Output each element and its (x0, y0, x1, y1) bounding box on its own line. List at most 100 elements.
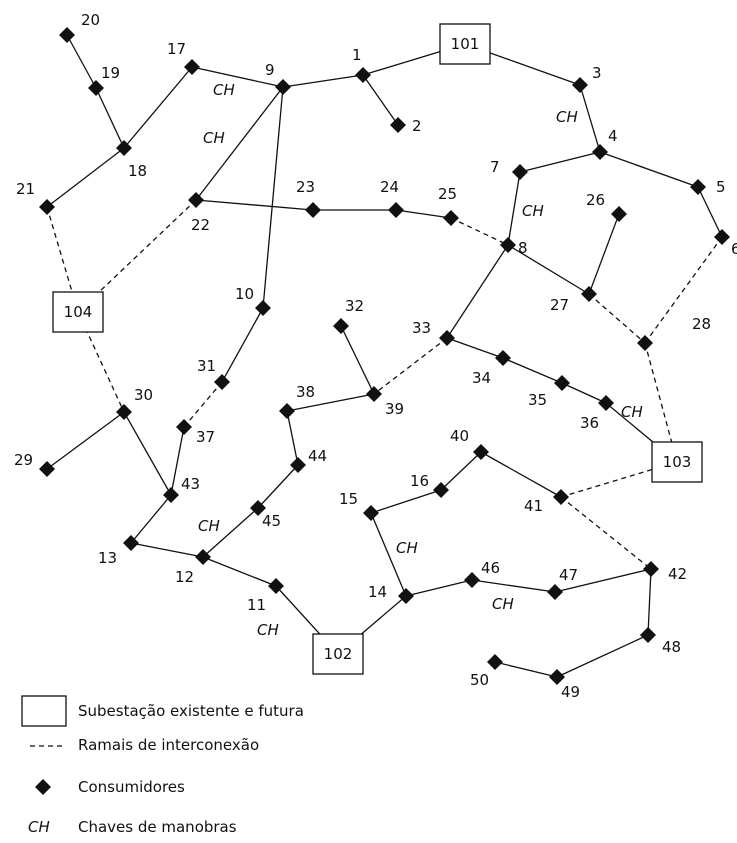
consumer-node-11 (268, 578, 284, 594)
branch-line-40-41 (480, 451, 562, 498)
consumer-label-33: 33 (412, 319, 431, 337)
consumer-label-28: 28 (692, 315, 711, 333)
consumer-label-39: 39 (385, 400, 404, 418)
consumer-node-22 (188, 192, 204, 208)
consumer-label-46: 46 (481, 559, 500, 577)
consumer-label-27: 27 (550, 296, 569, 314)
consumer-node-30 (116, 404, 132, 420)
substation-102-box (312, 633, 364, 675)
substation-104-label: 104 (64, 303, 93, 321)
consumer-node-37 (176, 419, 192, 435)
interconnection-line-25-8 (450, 217, 509, 246)
consumer-node-18 (116, 140, 132, 156)
consumer-label-15: 15 (339, 490, 358, 508)
branch-line-30-29 (46, 411, 125, 470)
consumer-node-26 (611, 206, 627, 222)
consumer-label-32: 32 (345, 297, 364, 315)
consumer-label-47: 47 (559, 566, 578, 584)
branch-line-38-44 (286, 410, 299, 466)
consumer-label-4: 4 (608, 127, 618, 145)
branch-line-9-17 (191, 66, 284, 88)
branch-line-32-39 (340, 325, 375, 395)
branch-line-35-36 (561, 382, 607, 404)
branch-line-24-25 (395, 209, 452, 219)
branch-line-45-12 (202, 507, 259, 558)
consumer-label-25: 25 (438, 185, 457, 203)
consumer-label-45: 45 (262, 512, 281, 530)
interconnection-line-41-42 (560, 496, 652, 570)
branch-line-13-12 (130, 542, 204, 558)
consumer-node-42 (643, 561, 659, 577)
switch-label-45-12: CH (198, 517, 220, 535)
branch-line-22-23 (195, 199, 314, 211)
switch-label-3-4: CH (556, 108, 578, 126)
consumer-node-36 (598, 395, 614, 411)
consumer-label-9: 9 (265, 61, 275, 79)
branch-line-19-20 (66, 34, 97, 89)
consumer-label-36: 36 (580, 414, 599, 432)
consumer-node-20 (59, 27, 75, 43)
consumer-label-26: 26 (586, 191, 605, 209)
switch-label-35-36: CH (621, 403, 643, 421)
consumer-label-22: 22 (191, 216, 210, 234)
consumer-label-19: 19 (101, 64, 120, 82)
branch-line-42-48 (647, 568, 652, 636)
consumer-label-43: 43 (181, 475, 200, 493)
consumer-label-6: 6 (731, 240, 737, 258)
consumer-label-24: 24 (380, 178, 399, 196)
consumer-node-33 (439, 330, 455, 346)
consumer-label-8: 8 (518, 239, 528, 257)
consumer-node-35 (554, 375, 570, 391)
consumer-node-14 (398, 588, 414, 604)
branch-line-17-18 (123, 66, 193, 149)
consumer-node-19 (88, 80, 104, 96)
consumer-label-2: 2 (412, 117, 422, 135)
branch-line-48-49 (556, 634, 649, 678)
branch-line-27-26 (588, 213, 620, 295)
branch-line-47-42 (554, 568, 652, 593)
consumer-label-11: 11 (247, 596, 266, 614)
branch-line-44-45 (257, 464, 299, 509)
branch-line-49-50 (494, 661, 558, 678)
branch-line-39-38 (286, 393, 375, 412)
substation-101-label: 101 (451, 35, 480, 53)
branch-line-33-34 (446, 337, 504, 359)
consumer-node-17 (184, 59, 200, 75)
substation-102-label: 102 (324, 645, 353, 663)
consumer-node-40 (473, 444, 489, 460)
branch-line-15-14 (370, 512, 407, 597)
consumer-label-23: 23 (296, 178, 315, 196)
substation-101-box (439, 23, 491, 65)
consumer-label-41: 41 (524, 497, 543, 515)
consumer-label-12: 12 (175, 568, 194, 586)
consumer-label-50: 50 (470, 671, 489, 689)
branch-line-5-6 (697, 186, 723, 238)
branch-line-4-7 (519, 151, 601, 173)
consumer-label-10: 10 (235, 285, 254, 303)
switch-label-7-8: CH (522, 202, 544, 220)
branch-line-7-8 (507, 171, 521, 246)
switch-label-15-14: CH (396, 539, 418, 557)
branch-line-43-37 (170, 426, 185, 496)
consumer-node-38 (279, 403, 295, 419)
branch-line-40-16 (440, 451, 482, 491)
consumer-node-25 (443, 210, 459, 226)
consumer-node-9 (275, 79, 291, 95)
switch-label-46-47: CH (492, 595, 514, 613)
consumer-node-24 (388, 202, 404, 218)
branch-line-8-27 (507, 244, 590, 295)
consumer-node-3 (572, 77, 588, 93)
consumer-node-13 (123, 535, 139, 551)
consumer-label-17: 17 (167, 40, 186, 58)
consumer-node-21 (39, 199, 55, 215)
consumer-label-16: 16 (410, 472, 429, 490)
branch-line-3-4 (579, 84, 601, 153)
substation-103-label: 103 (663, 453, 692, 471)
interconnection-line-33-39 (373, 337, 448, 395)
consumer-node-45 (250, 500, 266, 516)
branch-line-1-2 (362, 74, 399, 126)
switch-label-9-17: CH (213, 81, 235, 99)
